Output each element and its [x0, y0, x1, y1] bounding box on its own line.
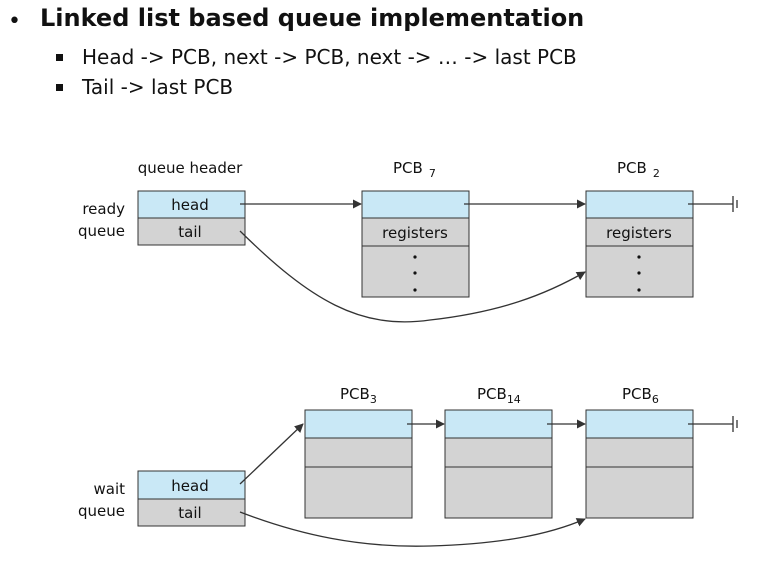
ready-tail-arrow — [239, 230, 586, 323]
ellipsis-dot — [413, 271, 417, 275]
ready-tail-text: tail — [178, 223, 201, 241]
wait-pcb-3: PCB3 — [304, 385, 413, 519]
pcb6-label: PCB6 — [622, 385, 659, 406]
sub-bullet-2-text: Tail -> last PCB — [82, 75, 234, 99]
wait-head-arrow — [239, 423, 304, 485]
ready-tail-field — [137, 217, 246, 246]
pcb6-field — [585, 437, 694, 468]
pcb3-body — [304, 466, 413, 519]
wait-tail-field — [137, 498, 246, 527]
ready-label-2: queue — [78, 222, 125, 240]
pcb2-registers-field — [585, 217, 694, 247]
bullet-square — [56, 54, 63, 61]
pcb6-next-field — [585, 409, 694, 439]
ready-queue-header: head tail — [137, 190, 246, 246]
ellipsis-dot — [413, 288, 417, 292]
pcb7-registers-field — [361, 217, 470, 247]
wait-label-1: wait — [93, 480, 125, 498]
ready-head-text: head — [171, 196, 208, 214]
wait-tail-arrow — [239, 511, 586, 547]
pcb14-field — [444, 437, 553, 468]
ready-label-1: ready — [82, 200, 125, 218]
wait-pcb-14: PCB14 — [444, 385, 553, 519]
pcb14-body — [444, 466, 553, 519]
sub-bullet-1-text: Head -> PCB, next -> PCB, next -> … -> l… — [82, 45, 577, 69]
slide-title: Linked list based queue implementation — [40, 4, 585, 32]
ellipsis-dot — [637, 271, 641, 275]
wait-pcb-6: PCB6 — [585, 385, 694, 519]
pcb2-next-field — [585, 190, 694, 219]
ready-head-field — [137, 190, 246, 219]
pcb3-field — [304, 437, 413, 468]
pcb6-body — [585, 466, 694, 519]
pcb14-label: PCB14 — [477, 385, 521, 406]
wait-head-text: head — [171, 477, 208, 495]
pcb2-registers-text: registers — [606, 224, 672, 242]
wait-null-ground-icon — [688, 416, 738, 432]
pcb14-next-field — [444, 409, 553, 439]
ready-null-ground-icon — [688, 196, 738, 212]
wait-label-2: queue — [78, 502, 125, 520]
ellipsis-dot — [413, 255, 417, 259]
wait-head-field — [137, 470, 246, 500]
ellipsis-dot — [637, 288, 641, 292]
ellipsis-dot — [637, 255, 641, 259]
pcb3-next-field — [304, 409, 413, 439]
wait-queue: wait queue head tail PCB3 PCB14 PCB6 — [78, 385, 738, 547]
pcb3-label: PCB3 — [340, 385, 377, 406]
pcb7-registers-text: registers — [382, 224, 448, 242]
ready-header-label: queue header — [138, 159, 243, 177]
pcb7-next-field — [361, 190, 470, 219]
wait-queue-header: head tail — [137, 470, 246, 527]
bullet-square — [56, 84, 63, 91]
wait-tail-text: tail — [178, 504, 201, 522]
bullet-dot: • — [8, 9, 21, 34]
